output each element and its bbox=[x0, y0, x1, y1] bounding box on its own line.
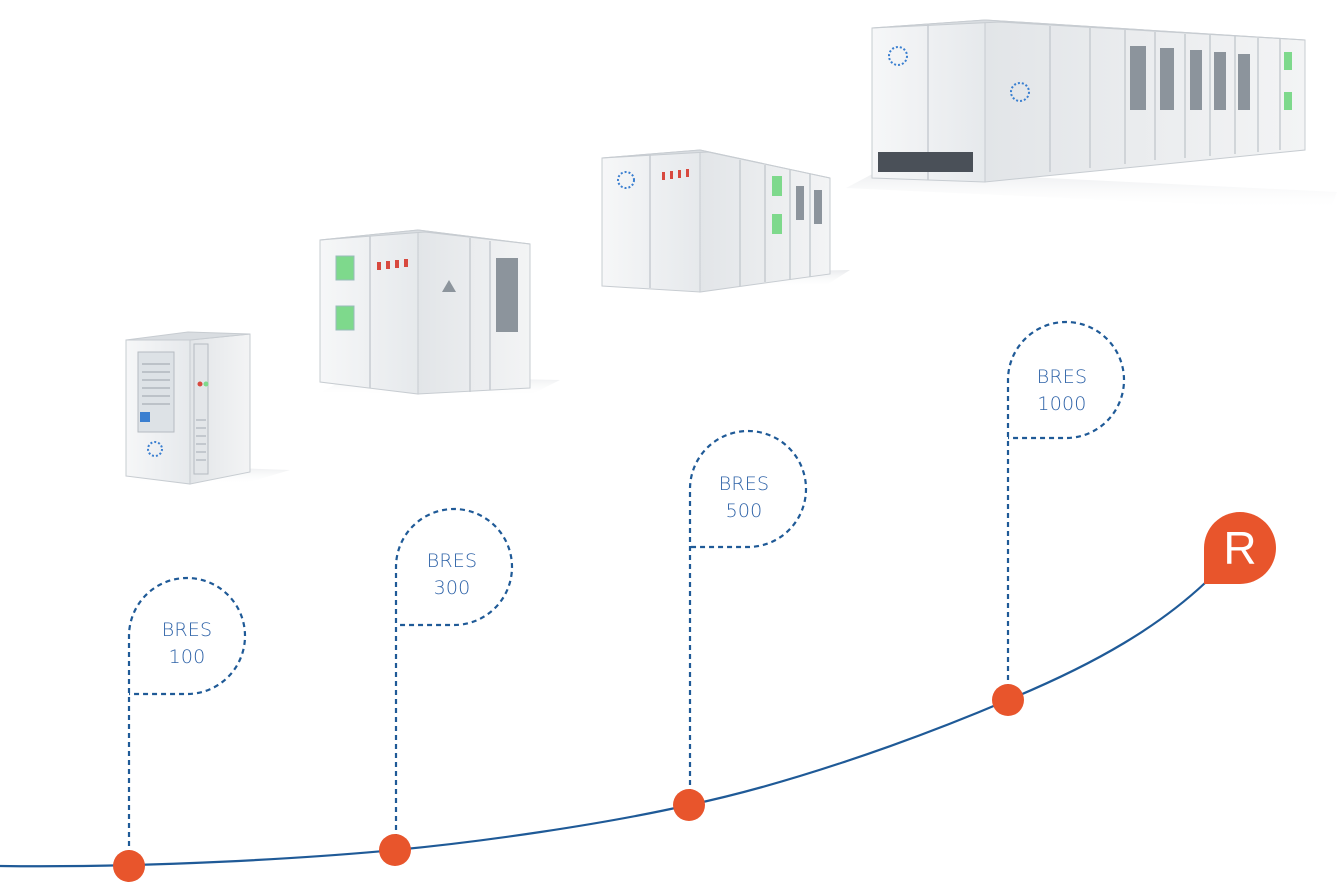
callout-bres-500 bbox=[688, 429, 808, 803]
milestone-number: 300 bbox=[433, 577, 471, 599]
callout-bres-1000 bbox=[1006, 320, 1126, 698]
milestone-number: 1000 bbox=[1037, 393, 1087, 415]
cabinet-bres-500-image bbox=[601, 149, 850, 293]
milestone-name: BRES bbox=[426, 550, 478, 572]
milestone-number: 100 bbox=[168, 646, 206, 668]
cabinet-bres-1000-image bbox=[846, 19, 1337, 210]
milestone-number: 500 bbox=[725, 500, 763, 522]
milestone-label-bres-300: BRES 300 bbox=[392, 548, 512, 602]
cabinet-bres-100-image bbox=[125, 331, 290, 485]
callout-bres-300 bbox=[394, 507, 514, 848]
milestone-dot-300 bbox=[379, 834, 411, 866]
milestone-label-bres-100: BRES 100 bbox=[127, 617, 247, 671]
milestone-name: BRES bbox=[161, 619, 213, 641]
brand-badge-shape bbox=[1204, 512, 1276, 584]
milestone-label-bres-1000: BRES 1000 bbox=[1002, 364, 1122, 418]
milestone-label-bres-500: BRES 500 bbox=[684, 471, 804, 525]
callout-bres-100 bbox=[127, 576, 247, 864]
milestone-name: BRES bbox=[718, 473, 770, 495]
milestone-dot-100 bbox=[113, 850, 145, 882]
cabinet-bres-300-image bbox=[319, 229, 560, 396]
milestone-name: BRES bbox=[1036, 366, 1088, 388]
milestone-dot-1000 bbox=[992, 684, 1024, 716]
milestone-dot-500 bbox=[673, 789, 705, 821]
brand-badge-letter: R bbox=[1223, 522, 1257, 574]
